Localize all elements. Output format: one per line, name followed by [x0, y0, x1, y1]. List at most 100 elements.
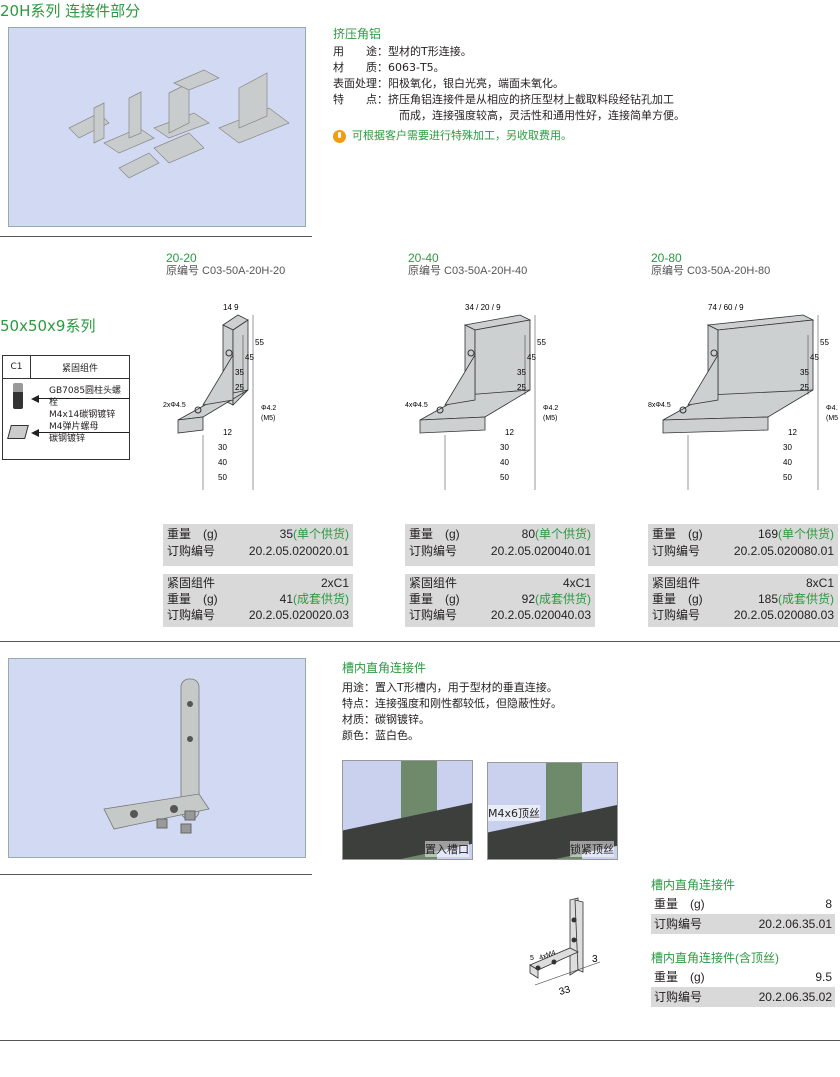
weight-number: 35	[279, 527, 293, 541]
desc-text: 6063-T5。	[388, 61, 445, 74]
order-number: 20.2.06.35.01	[758, 917, 832, 931]
slot-description: 用途：置入T形槽内，用于型材的垂直连接。 特点：连接强度和刚性都较低，但隐蔽性好…	[342, 680, 562, 744]
slot-desc-line: 材质：碳钢镀锌。	[342, 713, 430, 726]
c1-bolt-line2: M4x14碳钢镀锌	[49, 410, 116, 420]
photo-insert-into-slot: 置入槽口	[342, 760, 473, 860]
photo2-caption: 锁紧顶丝	[570, 841, 614, 857]
variant-drawing: 55 45 35 25 12 30 40 50 74 / 60 / 9 8xΦ4…	[648, 303, 838, 490]
photo2-label: M4x6顶丝	[488, 805, 540, 821]
weight-label: 重量 (g)	[652, 592, 703, 606]
c1-bolt-line1: GB7085圆柱头螺栓	[49, 386, 122, 408]
divider	[0, 874, 312, 875]
weight-value: 41(成套供货)	[280, 591, 349, 607]
c1-item-nut: M4弹片螺母碳钢镀锌	[3, 419, 129, 459]
variant-header: 20-20 原编号 C03-50A-20H-20	[166, 252, 285, 278]
variant-header: 20-40 原编号 C03-50A-20H-40	[408, 252, 527, 278]
variant-original-code: 原编号 C03-50A-20H-20	[166, 265, 286, 277]
weight-label: 重量 (g)	[654, 970, 705, 984]
weight-number: 41	[279, 592, 293, 606]
angle-brackets-illustration	[68, 69, 290, 179]
weight-value: 35(单个供货)	[280, 526, 349, 543]
dim-top: 34 / 20 / 9	[465, 303, 501, 312]
desc-line: 特 点：挤压角铝连接件是从相应的挤压型材上截取料段经钻孔加工	[333, 92, 685, 108]
dim-thickness: 3	[592, 954, 598, 965]
desc-label: 用 途：	[333, 45, 388, 58]
lightbulb-icon	[333, 129, 346, 143]
c1-code: C1	[3, 356, 31, 378]
supply-note: (单个供货)	[535, 527, 591, 541]
weight-number: 185	[757, 592, 778, 606]
order-label: 订购编号	[167, 544, 216, 558]
desc-line: 表面处理：阳极氧化，银白光亮，端面未氧化。	[333, 76, 685, 92]
supply-note: (成套供货)	[778, 592, 834, 606]
dim-height: 25	[235, 383, 244, 392]
page-title: 20H系列 连接件部分	[0, 2, 141, 20]
kit-label: 紧固组件	[652, 576, 701, 590]
slot-section-title: 槽内直角连接件	[342, 661, 427, 675]
c1-item-bolt: GB7085圆柱头螺栓 M4x14碳钢镀锌	[3, 379, 129, 421]
weight-label: 重量 (g)	[167, 592, 218, 606]
arrow-icon	[31, 395, 39, 403]
product-photo-slot-connector	[8, 658, 306, 858]
variant-name: 20-40	[408, 251, 439, 265]
order-label: 订购编号	[409, 608, 458, 622]
order-label: 订购编号	[654, 917, 703, 931]
dim-height: 45	[810, 353, 819, 362]
weight-label: 重量 (g)	[654, 897, 705, 911]
order-number: 20.2.05.020020.01	[248, 544, 349, 558]
c1-header: 紧固组件	[61, 363, 98, 374]
weight-value: 185(成套供货)	[758, 591, 834, 607]
slot-desc-line: 用途：置入T形槽内，用于型材的垂直连接。	[342, 681, 558, 694]
desc-text: 挤压角铝连接件是从相应的挤压型材上截取料段经钻孔加工	[388, 93, 674, 106]
slot-connector-drawing: 33 3 4xM4 5	[529, 897, 601, 998]
desc-label: 表面处理：	[333, 77, 388, 90]
variant-original-code: 原编号 C03-50A-20H-80	[651, 265, 771, 277]
slot-desc-line: 特点：连接强度和刚性都较低，但隐蔽性好。	[342, 697, 562, 710]
weight-number: 92	[521, 592, 535, 606]
c1-bolt-text: GB7085圆柱头螺栓 M4x14碳钢镀锌	[49, 385, 129, 421]
dim-height: 35	[800, 368, 809, 377]
note-text: 可根据客户需要进行特殊加工，另收取费用。	[352, 129, 572, 142]
variant-drawing: 55 45 35 25 12 30 40 50 14 9 2xΦ4.5 Φ4.2…	[163, 303, 276, 490]
dim-bottom: 40	[500, 458, 509, 467]
dim-bottom: 40	[783, 458, 792, 467]
dim-bottom: 40	[218, 458, 227, 467]
order-number: 20.2.05.020020.03	[248, 608, 349, 622]
order-number: 20.2.05.020040.03	[490, 608, 591, 622]
variant-original-code: 原编号 C03-50A-20H-40	[408, 265, 528, 277]
dim-bottom: 50	[500, 473, 509, 482]
desc-text: 而成，连接强度较高，灵活性和通用性好，连接简单方便。	[399, 109, 685, 122]
variant-header: 20-80 原编号 C03-50A-20H-80	[651, 252, 770, 278]
desc-text: 阳极氧化，银白光亮，端面未氧化。	[388, 77, 564, 90]
weight-value: 8	[825, 897, 832, 911]
photo-lock-set-screw: M4x6顶丝 锁紧顶丝	[487, 762, 618, 860]
dim-bottom: 50	[218, 473, 227, 482]
order-number: 20.2.05.020080.03	[733, 608, 834, 622]
product-title: 槽内直角连接件(含顶丝)	[651, 951, 779, 965]
custom-note: 可根据客户需要进行特殊加工，另收取费用。	[333, 128, 572, 144]
variant-drawing: 55 45 35 25 12 30 40 50 34 / 20 / 9 4xΦ4…	[405, 303, 558, 490]
kit-value: 2xC1	[320, 576, 349, 590]
dim-bolt: Φ4.2	[543, 405, 558, 412]
desc-label: 材 质：	[333, 61, 388, 74]
c1-nut-text: M4弹片螺母碳钢镀锌	[49, 421, 99, 445]
photo1-caption: 置入槽口	[425, 841, 469, 857]
dim-bottom: 12	[788, 428, 797, 437]
dim-height: 55	[537, 338, 546, 347]
dim-height: 55	[255, 338, 264, 347]
divider	[0, 641, 840, 642]
supply-note: (成套供货)	[535, 592, 591, 606]
desc-label: 特 点：	[333, 93, 388, 106]
order-label: 订购编号	[409, 544, 458, 558]
c1-nut-line2: 碳钢镀锌	[49, 434, 86, 444]
dim-thread: (M5)	[826, 415, 838, 422]
dim-height: 35	[517, 368, 526, 377]
bolt-icon	[13, 383, 23, 409]
dim-holes: 4xΦ4.5	[405, 402, 428, 409]
slot-desc-line: 颜色：蓝白色。	[342, 729, 419, 742]
order-label: 订购编号	[652, 608, 701, 622]
